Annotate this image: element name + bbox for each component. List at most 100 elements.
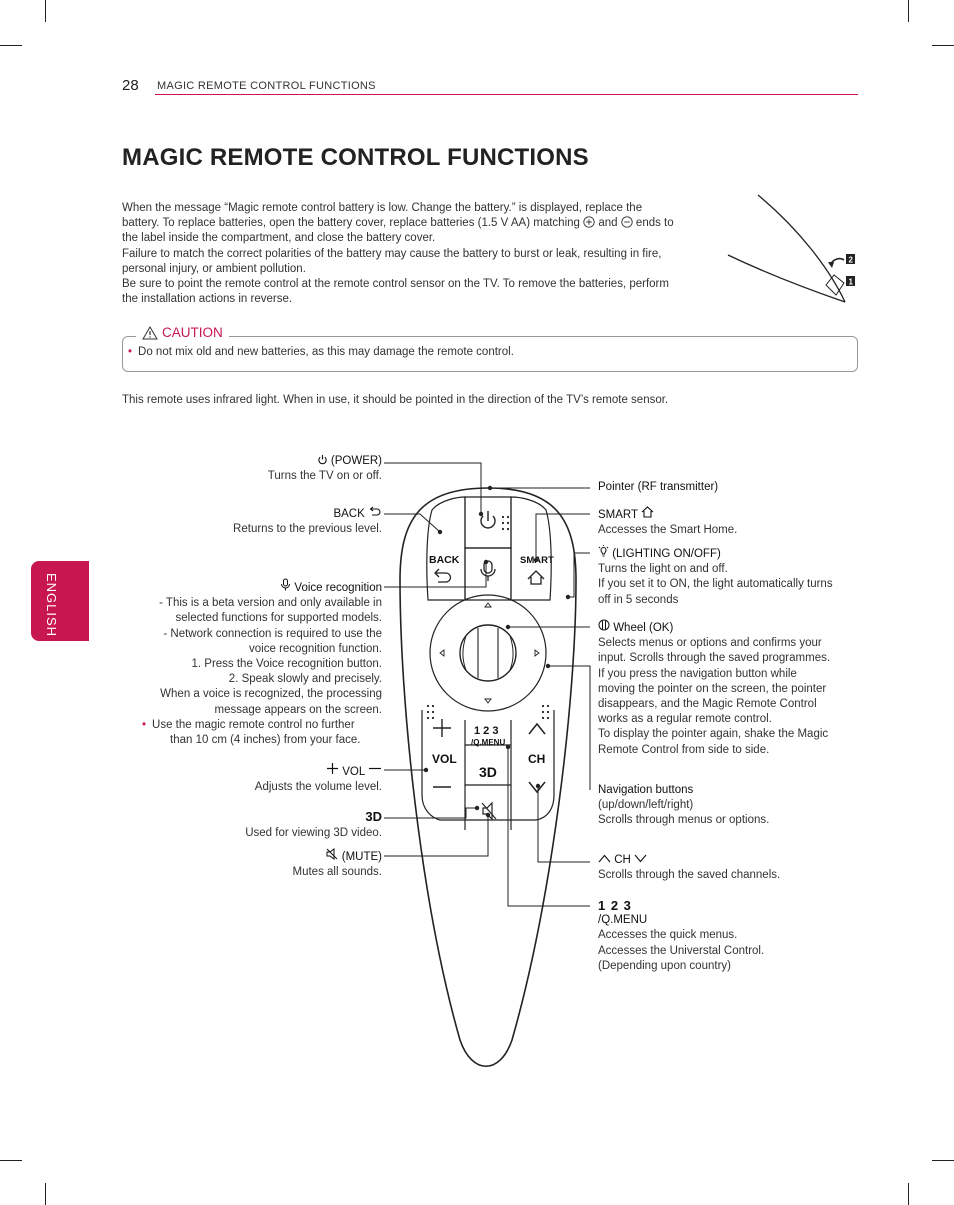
wheel-label: Wheel (OK) Selects menus or options and … [598, 619, 830, 758]
wheel-line: works as a regular remote control. [598, 713, 772, 726]
microphone-icon [281, 578, 291, 591]
nav-right-icon[interactable] [534, 649, 540, 657]
plus-circle-icon [583, 216, 595, 228]
light-bulb-icon [598, 545, 609, 557]
nav-left-icon[interactable] [439, 649, 445, 657]
caution-heading: CAUTION [136, 325, 229, 340]
back-arrow-icon[interactable] [434, 568, 452, 583]
light-sensor-dots [501, 515, 510, 531]
intro-text: and [598, 217, 618, 230]
lighting-line: Turns the light on and off. [598, 563, 728, 576]
vol-title-text: VOL [342, 766, 365, 778]
voice-line: voice recognition function. [249, 642, 382, 655]
qmenu-line: (Depending upon country) [598, 959, 731, 972]
language-tab-label: ENGLISH [44, 573, 59, 638]
caution-item: •Do not mix old and new batteries, as th… [128, 346, 514, 358]
crop-mark [0, 1160, 22, 1161]
lighting-title-text: (LIGHTING ON/OFF) [612, 548, 721, 560]
crop-mark [908, 1183, 909, 1205]
step-2-label: 2 [849, 256, 854, 265]
wheel-ok-button[interactable] [462, 628, 514, 678]
voice-line: 1. Press the Voice recognition button. [191, 658, 382, 671]
nav-line: (up/down/left/right) [598, 799, 694, 812]
page-number: 28 [122, 77, 139, 94]
qmenu-digits: 1 2 3 [598, 898, 632, 913]
voice-bullet-line: •Use the magic remote control no further [142, 718, 360, 733]
voice-bullet: •Use the magic remote control no further… [142, 718, 360, 748]
intro-text: ends to [635, 217, 674, 230]
wheel-title-text: Wheel (OK) [613, 622, 674, 634]
voice-line: selected functions for supported models. [175, 612, 382, 625]
caution-box [122, 336, 858, 372]
plus-icon [327, 763, 338, 774]
vol-label: VOL Adjusts the volume level. [255, 762, 382, 795]
intro-line: personal injury, or ambient pollution. [122, 262, 306, 275]
wheel-line: To display the pointer again, shake the … [598, 728, 829, 741]
channel-down-icon[interactable] [528, 781, 546, 794]
caution-text: Do not mix old and new batteries, as thi… [138, 346, 514, 358]
nav-title: Navigation buttons [598, 784, 694, 796]
caution-label: CAUTION [162, 325, 223, 340]
back-button-label: BACK [429, 554, 460, 566]
intro-paragraph: When the message “Magic remote control b… [122, 201, 722, 307]
crop-mark [908, 0, 909, 22]
nav-down-icon[interactable] [484, 698, 492, 704]
lighting-line: off in 5 seconds [598, 593, 679, 606]
crop-mark [45, 1183, 46, 1205]
ch-button-label: CH [528, 752, 545, 766]
minus-circle-icon [621, 216, 633, 228]
crop-mark [0, 45, 22, 46]
voice-line: 2. Speak slowly and precisely. [228, 673, 382, 686]
page-title: MAGIC REMOTE CONTROL FUNCTIONS [122, 144, 589, 171]
ch-title-text: CH [614, 854, 631, 866]
lighting-label: (LIGHTING ON/OFF) Turns the light on and… [598, 545, 833, 608]
ch-label: CH Scrolls through the saved channels. [598, 853, 780, 883]
mute-title-text: (MUTE) [341, 851, 382, 863]
battery-cover-illustration: 2 1 [727, 194, 855, 303]
header-rule [155, 94, 858, 95]
voice-line: When a voice is recognized, the processi… [160, 688, 382, 701]
voice-bullet-text: Use the magic remote control no further [152, 719, 355, 731]
3d-label: 3D Used for viewing 3D video. [245, 809, 382, 841]
back-desc: Returns to the previous level. [233, 523, 382, 536]
volume-up-icon[interactable] [433, 719, 451, 737]
lighting-line: If you set it to ON, the light automatic… [598, 578, 833, 591]
qmenu-line: Accesses the quick menus. [598, 929, 738, 942]
wheel-line: Remote Control from side to side. [598, 743, 770, 756]
infrared-note: This remote uses infrared light. When in… [122, 394, 669, 406]
power-title-text: (POWER) [330, 455, 382, 467]
qmenu-title: /Q.MENU [598, 914, 648, 927]
mute-title: (MUTE) [293, 848, 382, 865]
pointer-title: Pointer (RF transmitter) [598, 481, 719, 493]
smart-desc: Accesses the Smart Home. [598, 524, 738, 537]
running-title: MAGIC REMOTE CONTROL FUNCTIONS [157, 80, 376, 92]
intro-line: When the message “Magic remote control b… [122, 202, 643, 214]
wheel-icon [598, 619, 610, 631]
power-desc: Turns the TV on or off. [267, 470, 382, 483]
warning-triangle-icon [142, 325, 158, 339]
chevron-up-icon [598, 854, 611, 863]
vol-title: VOL [255, 762, 382, 780]
crop-mark [932, 45, 954, 46]
intro-line: Failure to match the correct polarities … [122, 247, 662, 260]
voice-line: message appears on the screen. [214, 703, 383, 716]
qmenu-button-digits: 1 2 3 [474, 725, 498, 737]
chevron-down-icon [634, 854, 647, 863]
microphone-icon[interactable] [480, 560, 496, 581]
channel-up-icon[interactable] [528, 722, 546, 735]
nav-up-icon[interactable] [484, 602, 492, 608]
home-icon[interactable] [527, 570, 545, 585]
intro-line: the installation actions in reverse. [122, 293, 293, 306]
voice-label: Voice recognition - This is a beta versi… [159, 578, 382, 718]
wheel-line: moving the pointer on the screen, the po… [598, 682, 827, 695]
power-icon[interactable] [480, 511, 496, 529]
ch-title: CH [598, 853, 780, 868]
voice-line: - This is a beta version and only availa… [159, 597, 382, 610]
voice-title: Voice recognition [159, 578, 382, 596]
wheel-line: If you press the navigation button while [598, 667, 797, 680]
language-tab [31, 561, 89, 641]
mute-icon[interactable] [481, 801, 497, 821]
home-icon [641, 506, 654, 518]
wheel-line: Selects menus or options and confirms yo… [598, 637, 822, 650]
